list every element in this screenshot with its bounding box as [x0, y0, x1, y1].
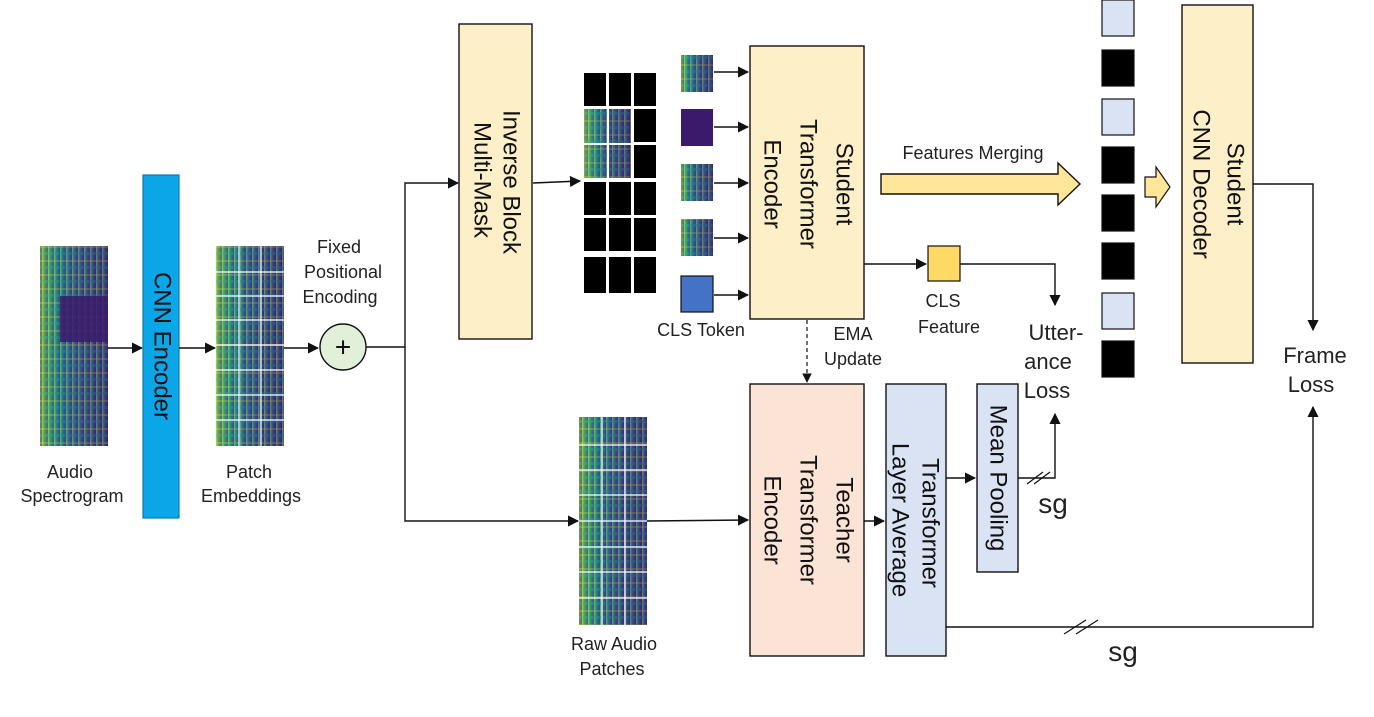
student-decoder-label-line2: CNN Decoder: [1188, 109, 1215, 258]
patch-embeddings-label-line1: Patch: [226, 462, 272, 482]
arrow-plus-to-mask: [366, 177, 460, 348]
frame-loss-label-line2: Loss: [1288, 372, 1334, 397]
teacher-transformer-encoder-box: [749, 383, 865, 657]
fixed-positional-label-line1: Fixed: [317, 237, 361, 257]
ema-update-label-line2: Update: [824, 349, 882, 369]
features-merging-arrow: [880, 161, 1082, 207]
student-encoder-label-line1: Student: [831, 143, 858, 226]
audio-spectrogram-image: [40, 246, 108, 446]
features-merging-label: Features Merging: [902, 143, 1043, 163]
arrow-decoder-to-frame-loss: [1253, 183, 1319, 332]
frame-loss-label-line1: Frame: [1283, 343, 1347, 368]
utterance-loss-label-line3: Loss: [1024, 378, 1070, 403]
stop-gradient-label-bottom: sg: [1108, 636, 1138, 667]
student-cnn-decoder-box: [1181, 4, 1254, 364]
student-decoder-label-line1: Student: [1222, 143, 1249, 226]
stop-gradient-mark-bottom: [1063, 619, 1099, 635]
arrow-layer-average-to-frame-loss: [946, 405, 1319, 628]
arrow-mask-to-masked-grid: [532, 175, 582, 188]
utterance-loss-label-line1: Utter-: [1029, 320, 1084, 345]
small-merge-arrow: [1144, 165, 1171, 209]
cnn-encoder-box: [142, 174, 180, 519]
plus-symbol: +: [335, 331, 351, 362]
audio-spectrogram-label-line2: Spectrogram: [20, 486, 123, 506]
transformer-layer-average-box: [885, 383, 947, 657]
cls-feature-label-line1: CLS: [925, 291, 960, 311]
student-transformer-encoder-box: [749, 45, 865, 320]
fixed-positional-label-line3: Encoding: [302, 287, 377, 307]
merged-token-column: [1101, 0, 1135, 378]
teacher-encoder-label-line3: Encoder: [759, 475, 786, 564]
teacher-encoder-label-line2: Transformer: [795, 455, 822, 585]
student-encoder-label-line2: Transformer: [795, 119, 822, 249]
patch-embeddings-label-line2: Embeddings: [201, 486, 301, 506]
cls-token-label: CLS Token: [657, 320, 745, 340]
patch-embeddings-image: [216, 246, 284, 446]
utterance-loss-label-line2: ance: [1024, 349, 1072, 374]
stop-gradient-label-top: sg: [1038, 488, 1068, 519]
teacher-encoder-label-line1: Teacher: [831, 477, 858, 562]
arrow-raw-patches-to-teacher: [646, 514, 750, 526]
cls-token-box: [680, 275, 714, 313]
arrow-mean-pooling-to-utterance-loss: [1018, 412, 1061, 479]
inverse-block-label-line1: Inverse Block: [498, 110, 525, 255]
cls-feature-label-line2: Feature: [918, 317, 980, 337]
ema-update-label-line1: EMA: [833, 324, 872, 344]
inverse-block-label-line2: Multi-Mask: [469, 122, 496, 239]
raw-audio-patches-image: [579, 417, 647, 625]
raw-audio-patches-label-line1: Raw Audio: [571, 634, 657, 654]
cnn-encoder-label: CNN Encoder: [149, 272, 176, 420]
arrow-cls-feature-to-utterance-loss: [960, 263, 1061, 307]
mean-pooling-label: Mean Pooling: [985, 405, 1012, 552]
layer-average-label-line2: Layer Average: [887, 443, 914, 597]
inverse-block-multimask-box: [458, 23, 533, 340]
arrow-plus-to-raw-patches: [404, 347, 580, 527]
fixed-positional-label-line2: Positional: [304, 262, 382, 282]
cls-feature-box: [927, 245, 961, 282]
visible-token-column: [681, 55, 713, 256]
stop-gradient-mark-top: [1026, 471, 1051, 485]
audio-spectrogram-label-line1: Audio: [47, 462, 93, 482]
masked-patch-grid: [584, 73, 656, 295]
token-arrows: [714, 66, 750, 301]
layer-average-label-line1: Transformer: [917, 458, 944, 588]
student-encoder-label-line3: Encoder: [759, 139, 786, 228]
raw-audio-patches-label-line2: Patches: [579, 659, 644, 679]
